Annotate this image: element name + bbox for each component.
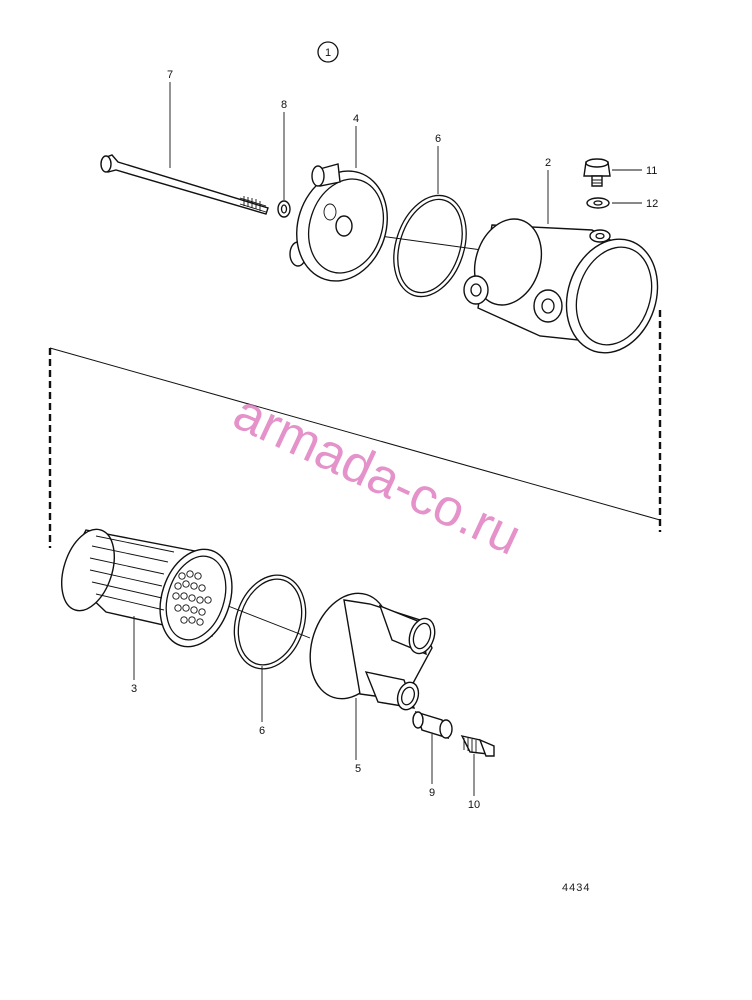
callout-12: 12 bbox=[646, 198, 658, 210]
view-number-badge: 1 bbox=[317, 41, 339, 63]
callout-6-bottom: 6 bbox=[259, 725, 265, 737]
part-front-cover bbox=[289, 163, 388, 282]
callout-leaders bbox=[133, 82, 642, 796]
callout-9: 9 bbox=[429, 787, 435, 799]
watermark-text: armada-co.ru bbox=[225, 383, 530, 566]
callout-7: 7 bbox=[167, 69, 173, 81]
part-bolt bbox=[100, 154, 269, 215]
part-filter-insert bbox=[61, 528, 233, 648]
callout-6-top: 6 bbox=[435, 133, 441, 145]
filter-holes bbox=[172, 570, 212, 626]
part-sleeve bbox=[412, 710, 453, 740]
part-rear-cover bbox=[309, 592, 436, 711]
view-number: 1 bbox=[325, 47, 331, 59]
part-nipple bbox=[460, 734, 495, 757]
callout-labels: 7 8 4 6 2 11 12 3 6 5 9 10 bbox=[131, 69, 658, 811]
part-drain-plug bbox=[583, 158, 611, 187]
part-o-ring-bottom bbox=[233, 574, 307, 670]
callout-3: 3 bbox=[131, 683, 137, 695]
part-sealing-washer bbox=[586, 197, 610, 209]
part-housing bbox=[463, 218, 659, 354]
callout-11: 11 bbox=[646, 165, 657, 177]
drawing-reference-number: 4434 bbox=[562, 882, 590, 894]
callout-8: 8 bbox=[281, 99, 287, 111]
part-washer bbox=[277, 200, 291, 218]
callout-5: 5 bbox=[355, 763, 361, 775]
callout-10: 10 bbox=[468, 799, 480, 811]
callout-4: 4 bbox=[353, 113, 359, 125]
callout-2: 2 bbox=[545, 157, 551, 169]
part-o-ring-top bbox=[393, 194, 467, 298]
